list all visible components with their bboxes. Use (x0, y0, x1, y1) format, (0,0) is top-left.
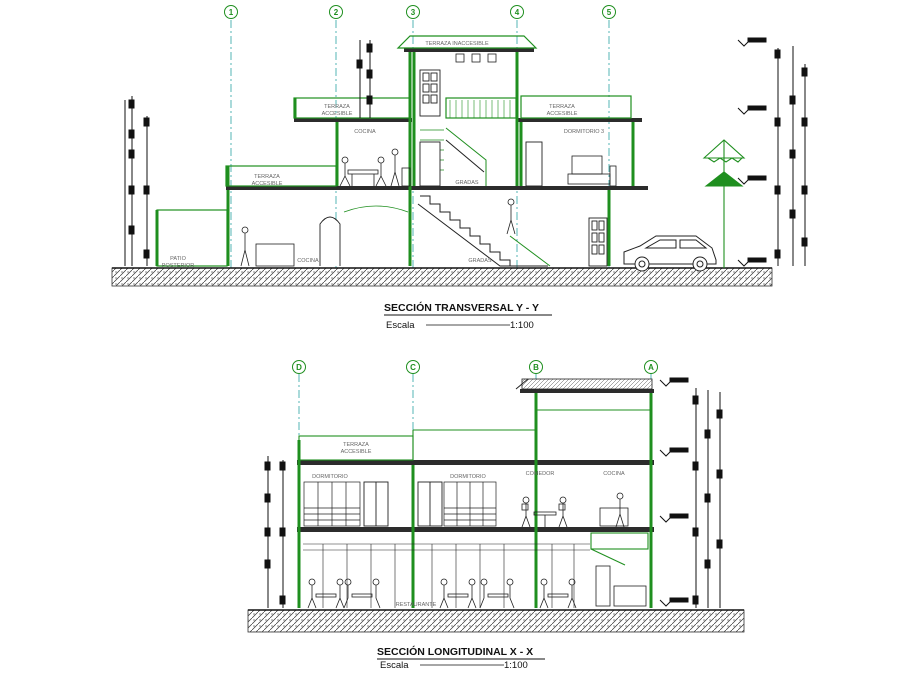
label-terrace-lower-1: TERRAZA (254, 174, 280, 180)
scale-value-top: 1:100 (510, 320, 534, 331)
scale-value-bottom: 1:100 (504, 660, 528, 671)
label-kitchen-lower: COCINA (297, 258, 319, 264)
room-labels-bottom: TERRAZA ACCESIBLE DORMITORIO DORMITORIO … (312, 442, 625, 608)
roof-tiles-bottom (521, 378, 653, 390)
label-dining: COMEDOR (526, 471, 555, 477)
label-terrace-upper-2: ACCESIBLE (322, 111, 353, 117)
doors-bottom (363, 481, 443, 527)
floor-slabs-bottom (297, 389, 654, 532)
label-bedroom-3: DORMITORIO 3 (564, 129, 604, 135)
label-terrace-inaccessible: TERRAZA INACCESIBLE (425, 41, 489, 47)
label-kitchen-upper: COCINA (354, 129, 376, 135)
axis-label-1: 1 (229, 8, 234, 17)
level-marks-right-top (737, 37, 808, 267)
furniture-top (240, 148, 617, 267)
label-bedroom-left: DORMITORIO (312, 474, 348, 480)
caption-bottom: SECCIÓN LONGITUDINAL X - X Escala 1:100 (377, 645, 545, 671)
scale-label-bottom: Escala (380, 660, 409, 671)
label-terrace-right-2: ACCESIBLE (547, 111, 578, 117)
wardrobes-bottom (303, 481, 497, 527)
label-bedroom-mid: DORMITORIO (450, 474, 486, 480)
section-title-longitudinal: SECCIÓN LONGITUDINAL X - X (377, 645, 533, 658)
glazing-bottom (303, 543, 590, 608)
walls-bottom (297, 393, 653, 608)
floor-slabs-top (226, 48, 648, 190)
grid-bubbles-top: 1 2 3 4 5 (224, 5, 616, 19)
section-transversal: 1 2 3 4 5 (111, 5, 808, 287)
axis-label-2: 2 (334, 8, 339, 17)
axis-label-5: 5 (607, 8, 612, 17)
parapets-top (156, 35, 632, 267)
axis-label-b: B (533, 363, 539, 372)
furniture-bottom-upper (521, 492, 629, 528)
label-stairs-lower: GRADAS (468, 258, 492, 264)
windows-top (343, 53, 497, 213)
room-labels-top: TERRAZA INACCESIBLE TERRAZA ACCESIBLE TE… (162, 41, 604, 269)
car-icon (623, 235, 717, 272)
label-patio-1: PATIO (170, 256, 186, 262)
scale-label-top: Escala (386, 320, 415, 331)
label-terrace-lower-2: ACCESIBLE (252, 181, 283, 187)
axis-label-3: 3 (411, 8, 416, 17)
label-terrace-upper-1: TERRAZA (324, 104, 350, 110)
ground-top (111, 267, 773, 287)
section-title-transversal: SECCIÓN TRANSVERSAL Y - Y (384, 301, 539, 314)
rail-balusters-top (449, 100, 511, 118)
label-kitchen: COCINA (603, 471, 625, 477)
label-terrace-1: TERRAZA (343, 442, 369, 448)
label-patio-2: POSTERIOR (162, 263, 194, 269)
diners-bottom (307, 565, 647, 609)
axis-label-4: 4 (515, 8, 520, 17)
level-marks-left-top (124, 40, 373, 266)
label-terrace-right-1: TERRAZA (549, 104, 575, 110)
umbrella-icon (702, 139, 746, 268)
grid-bubbles-bottom: D C B A (292, 360, 658, 374)
ground-bottom (247, 609, 745, 633)
label-stairs-upper: GRADAS (455, 180, 479, 186)
axis-label-a: A (648, 363, 654, 372)
axis-label-d: D (296, 363, 302, 372)
label-terrace-2: ACCESIBLE (341, 449, 372, 455)
level-marks-right-bottom (659, 377, 723, 608)
caption-top: SECCIÓN TRANSVERSAL Y - Y Escala 1:100 (384, 301, 552, 331)
label-restaurant: RESTAURANTE (396, 602, 437, 608)
parapets-bottom (298, 409, 651, 566)
axis-label-c: C (410, 363, 416, 372)
doors-top (319, 69, 608, 267)
section-longitudinal: D C B A (247, 360, 745, 633)
level-marks-left-bottom (264, 456, 286, 608)
stair-top (417, 127, 551, 267)
